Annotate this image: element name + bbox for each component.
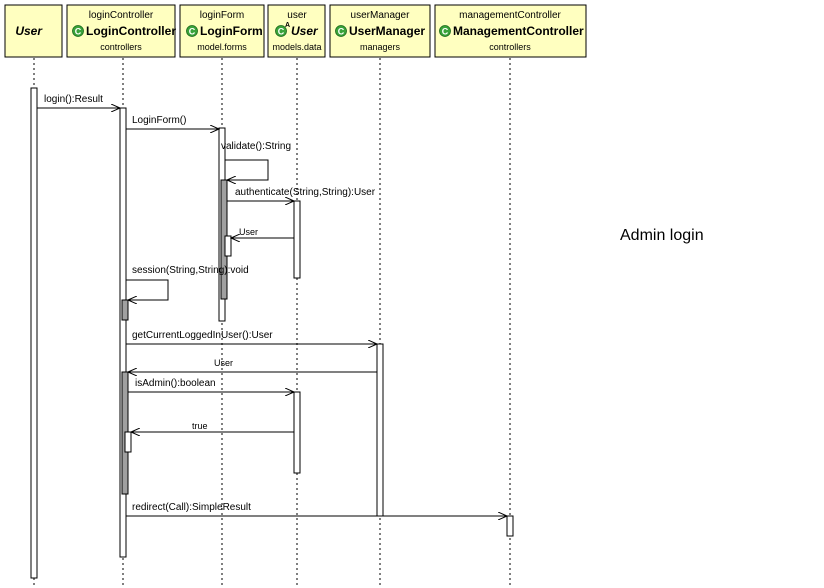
activation-user-manager [376,343,384,517]
message-label: authenticate(String,String):User [235,187,376,198]
message-label: LoginForm() [132,115,186,126]
message-return-user-manager[interactable]: User [128,358,377,372]
message-label: true [192,421,208,431]
message-return-user[interactable]: User [231,227,294,238]
participant-management-controller[interactable]: managementController C ManagementControl… [434,4,587,58]
message-get-current-logged-in-user[interactable]: getCurrentLoggedInUser():User [126,330,377,344]
message-login[interactable]: login():Result [37,94,120,108]
message-authenticate[interactable]: authenticate(String,String):User [227,187,376,201]
participant-instance: managementController [459,10,561,21]
svg-text:C: C [278,27,285,37]
message-label: session(String,String):void [132,265,249,276]
diagram-annotation: Admin login [620,227,704,244]
message-label: isAdmin():boolean [135,378,216,389]
activation-login-controller-session [121,299,129,321]
participant-instance: loginForm [200,10,244,21]
participant-package: controllers [100,42,142,52]
participant-package: model.forms [197,42,247,52]
message-label: redirect(Call):SimpleResult [132,502,251,513]
participant-login-form[interactable]: loginForm C LoginForm model.forms [179,4,265,58]
activation-login-form-return [224,235,232,257]
message-return-true[interactable]: true [131,421,294,432]
svg-text:C: C [338,27,345,37]
message-label: User [214,358,233,368]
participant-package: controllers [489,42,531,52]
svg-text:C: C [189,27,196,37]
class-icon: C [335,25,347,37]
class-icon: C [439,25,451,37]
activation-management-controller [506,515,514,537]
class-icon: C [72,25,84,37]
message-label: User [239,227,258,237]
message-is-admin[interactable]: isAdmin():boolean [128,378,294,392]
abstract-class-icon: C A [275,22,290,37]
svg-text:C: C [75,27,82,37]
participant-instance: userManager [351,10,411,21]
message-label: validate():String [221,141,291,152]
participant-user-actor[interactable]: User [4,4,63,58]
activation-user-model-isadmin [293,391,301,474]
svg-text:C: C [442,27,449,37]
class-icon: C [186,25,198,37]
message-validate[interactable]: validate():String [221,141,291,180]
message-label: getCurrentLoggedInUser():User [132,330,273,341]
participant-name: UserManager [349,24,425,38]
message-label: login():Result [44,94,103,105]
message-login-form-constructor[interactable]: LoginForm() [126,115,219,129]
participant-name: LoginController [86,24,176,38]
participant-package: managers [360,42,401,52]
participant-name: User [15,24,43,38]
activation-login-controller-true [124,431,132,453]
participant-login-controller[interactable]: loginController C LoginController contro… [66,4,176,58]
participant-user-model[interactable]: user C A User models.data [267,4,326,58]
participant-instance: loginController [89,10,154,21]
participant-user-manager[interactable]: userManager C UserManager managers [329,4,431,58]
message-session[interactable]: session(String,String):void [126,265,249,300]
participant-package: models.data [272,42,321,52]
activation-login-controller [119,107,127,558]
activation-user-model-authenticate [293,200,301,279]
message-redirect[interactable]: redirect(Call):SimpleResult [126,502,507,516]
participant-name: ManagementController [453,24,584,38]
participant-name: LoginForm [200,24,263,38]
participant-instance: user [287,10,307,21]
svg-text:A: A [285,22,290,29]
participant-name: User [291,24,319,38]
activation-user-actor [30,87,38,579]
